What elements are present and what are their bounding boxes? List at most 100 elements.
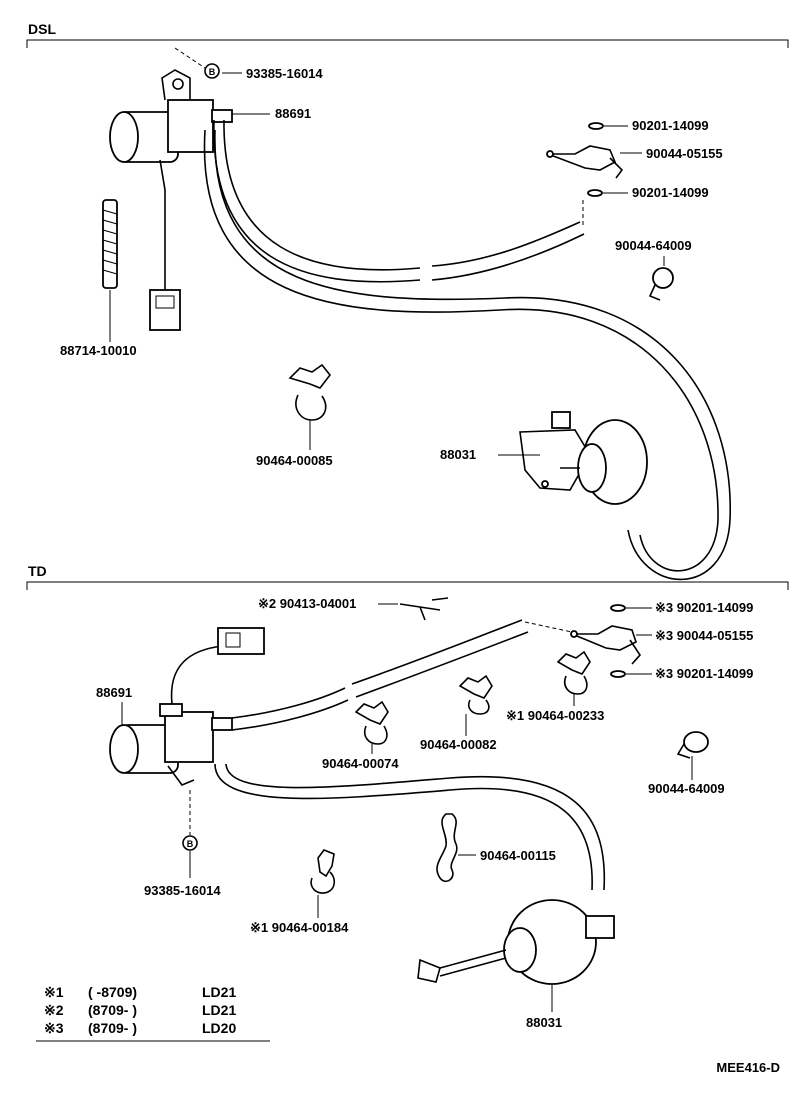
clip-tab-td (676, 743, 691, 759)
hose-clip-td (676, 731, 709, 759)
clamp-233-loop (563, 675, 588, 695)
bracket-hole (172, 78, 184, 90)
label-hose-clip-dsl: 90044-64009 (615, 238, 692, 253)
legend-row: ※1 ( -8709) LD21 (44, 984, 236, 1000)
valve-housing-td (164, 711, 214, 763)
label-union-dsl: 90044-05155 (646, 146, 723, 161)
bolt-b-marker-text-td: B (187, 839, 194, 849)
label-washer-top-dsl: 90201-14099 (632, 118, 709, 133)
clamp-184-loop (310, 871, 336, 894)
clamp-082-top (458, 674, 493, 699)
clip-ring (652, 267, 674, 289)
legend: ※1 ( -8709) LD21 ※2 (8709- ) LD21 ※3 (87… (36, 984, 270, 1042)
label-union-td: ※3 90044-05155 (655, 628, 753, 643)
clamp-074-top (354, 700, 389, 725)
bolt-dash-line (174, 47, 206, 69)
legend-range: ( -8709) (88, 984, 137, 1000)
clamp-184-top (317, 849, 335, 878)
vacuum-actuator-td (417, 899, 615, 985)
washer-top-td (610, 604, 626, 612)
vacuum-switching-valve-td (109, 627, 265, 786)
connector-latch (155, 295, 175, 309)
clip-ring-td (683, 731, 709, 753)
hose-td-long-b (225, 763, 606, 891)
clamp-00082-td (458, 674, 493, 715)
section-bracket-dsl (26, 39, 789, 48)
actuator-bolt (541, 480, 549, 488)
valve-top-port-td (159, 703, 183, 717)
union-nipple (546, 150, 554, 158)
clamp-115-wire (436, 813, 458, 883)
tee-fitting-td (399, 597, 449, 621)
connector-latch-td (225, 632, 241, 648)
legend-engine: LD21 (202, 1002, 236, 1018)
clamp-233-top (556, 650, 591, 675)
section-title-dsl: DSL (28, 21, 56, 37)
label-actuator-dsl: 88031 (440, 447, 476, 462)
hose-long-a (203, 129, 719, 572)
actuator-inner-td (503, 927, 537, 973)
legend-engine: LD20 (202, 1020, 236, 1036)
label-valve-dsl: 88691 (275, 106, 311, 121)
clip-tab (648, 284, 661, 301)
protect-sleeve-dsl (102, 199, 118, 289)
union-pipe (609, 157, 624, 179)
valve-cap-td (109, 724, 139, 774)
section-dsl: DSL B 93385-16014 88691 88714-100 (26, 21, 789, 581)
valve-port (211, 109, 233, 123)
label-bolt-td: 93385-16014 (144, 883, 221, 898)
union-pipe-td (629, 639, 642, 665)
legend-range: (8709- ) (88, 1020, 137, 1036)
section-bracket-td (26, 581, 789, 590)
hose-upper-c (431, 221, 581, 267)
union-body-td (571, 625, 637, 651)
label-hose-clip-td: 90044-64009 (648, 781, 725, 796)
diagram-code: MEE416-D (716, 1060, 780, 1075)
label-clamp-074: 90464-00074 (322, 756, 399, 771)
label-bolt-dsl: 93385-16014 (246, 66, 323, 81)
valve-wire-td (170, 645, 223, 705)
valve-bracket-td (167, 765, 195, 786)
legend-mark: ※1 (44, 984, 64, 1000)
sleeve-ribs (102, 209, 118, 275)
legend-engine: LD21 (202, 984, 236, 1000)
valve-wire (159, 159, 166, 290)
legend-row: ※2 (8709- ) LD21 (44, 1002, 236, 1018)
hose-long-b (214, 129, 731, 581)
washer-bottom-dsl (587, 189, 603, 197)
valve-connector (149, 289, 181, 331)
clamp-00074-td (354, 700, 389, 745)
hose-upper-b (223, 119, 421, 271)
union-dsl (546, 145, 624, 179)
actuator-port-td (585, 915, 615, 939)
hose-upper-d (431, 233, 585, 281)
hose-upper-a (213, 119, 421, 283)
clamp-00115-td (436, 813, 458, 883)
clamp-00233-td (556, 650, 591, 695)
actuator-bracket (519, 429, 591, 491)
clamp-082-loop (467, 699, 490, 715)
tee-body (399, 597, 449, 621)
bolt-b-marker-text: B (209, 67, 216, 77)
hose-td-c (351, 619, 523, 685)
hose-td-b (231, 699, 349, 731)
actuator-rod-td-b (439, 957, 507, 977)
actuator-inner (577, 443, 607, 493)
label-clamp-115: 90464-00115 (480, 848, 556, 863)
legend-mark: ※2 (44, 1002, 64, 1018)
label-clamp-082: 90464-00082 (420, 737, 497, 752)
hose-td-d (355, 631, 529, 698)
vacuum-actuator-dsl (519, 411, 648, 505)
valve-housing (167, 99, 214, 153)
clamp-074-loop (363, 725, 388, 745)
hose-td-long-a (214, 763, 593, 891)
clamp-top (288, 363, 332, 389)
actuator-rod-td (439, 949, 507, 969)
label-valve-td: 88691 (96, 685, 132, 700)
union-body (547, 145, 617, 171)
label-washer-bottom-td: ※3 90201-14099 (655, 666, 753, 681)
legend-row: ※3 (8709- ) LD20 (44, 1020, 236, 1036)
union-dash-td (524, 621, 573, 633)
clamp-00184-td (310, 849, 336, 894)
bolt-b-marker-td (182, 835, 198, 851)
